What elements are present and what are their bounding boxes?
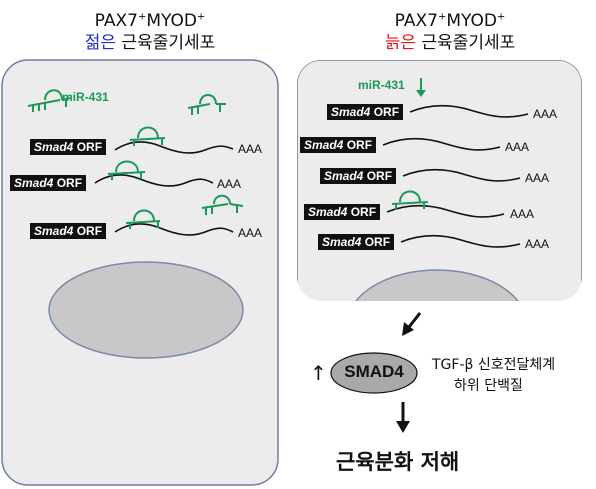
smad4-label: SMAD4 [344, 362, 404, 381]
mir-down-arrow [416, 78, 426, 97]
old-orf-1: Smad4 ORF [327, 104, 404, 120]
arrow-to-result [396, 402, 410, 433]
young-orf-3: Smad4 ORF [30, 223, 107, 239]
young-tail-1: AAA [238, 142, 263, 156]
old-tail-2: AAA [505, 140, 530, 154]
mirna-bound-1 [129, 126, 166, 146]
old-mrna-3 [402, 168, 521, 182]
arrow-to-smad4 [402, 312, 422, 336]
mirna-bound-2 [107, 160, 146, 180]
young-orf-2: Smad4 ORF [10, 175, 87, 191]
mirna-free-right [187, 94, 226, 115]
right-title-rest: 근육줄기세포 [416, 32, 516, 53]
old-tail-3: AAA [525, 171, 550, 185]
young-mrna-3 [114, 223, 234, 236]
young-tail-3: AAA [238, 226, 263, 240]
mirna-free-mid [201, 194, 244, 215]
left-mir-label: miR-431 [62, 90, 109, 104]
right-title: PAX7+MYOD+ 늙은 근육줄기세포 [330, 6, 570, 54]
old-tail-5: AAA [525, 237, 550, 251]
left-title: PAX7+MYOD+ 젊은 근육줄기세포 [30, 6, 270, 54]
smad4-desc-line1: TGF-β 신호전달체계 [432, 357, 556, 373]
old-orf-4: Smad4 ORF [304, 204, 381, 220]
smad4-ellipse [330, 352, 418, 394]
right-mir-arrow: ↓ [417, 76, 423, 90]
young-orf-1: Smad4 ORF [30, 139, 107, 155]
mirna-bound-old [391, 190, 429, 210]
old-orf-3: Smad4 ORF [320, 168, 397, 184]
old-nucleus [346, 269, 528, 301]
old-orf-5: Smad4 ORF [318, 234, 395, 250]
left-title-line1: PAX7+MYOD+ [94, 10, 206, 31]
old-mrna-1 [409, 104, 529, 118]
young-tail-2: AAA [217, 177, 242, 191]
left-title-age: 젊은 [84, 32, 117, 53]
old-cell [297, 60, 582, 301]
old-mrna-4 [386, 204, 505, 218]
result-label: 근육분화 저해 [336, 450, 460, 474]
left-title-rest: 근육줄기세포 [116, 32, 216, 53]
right-title-line1: PAX7+MYOD+ [394, 10, 506, 31]
right-mir-label: miR-431 [358, 78, 405, 92]
old-tail-4: AAA [510, 207, 535, 221]
mirna-free-left [27, 89, 71, 112]
mirna-bound-3 [125, 209, 161, 229]
young-mrna-1 [114, 141, 234, 154]
old-orf-2: Smad4 ORF [300, 137, 377, 153]
smad4-desc-line2: 하위 단백질 [454, 378, 523, 394]
young-nucleus [48, 261, 244, 359]
old-tail-1: AAA [533, 107, 558, 121]
old-mrna-5 [400, 234, 521, 248]
old-mrna-2 [382, 137, 501, 151]
young-mrna-2 [94, 174, 214, 187]
right-title-age: 늙은 [384, 32, 417, 53]
smad4-up-arrow: ↑ [310, 361, 327, 385]
